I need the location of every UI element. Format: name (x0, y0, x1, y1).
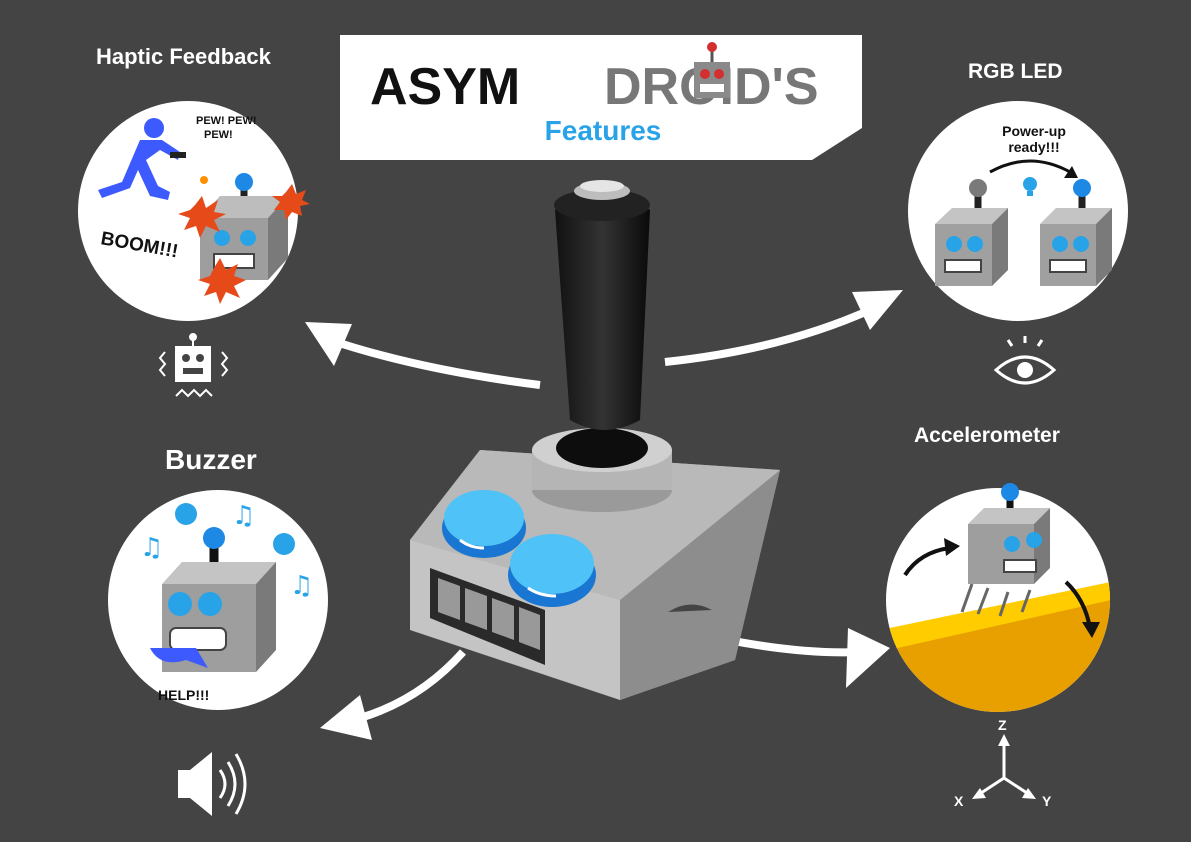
axis-x-label: X (954, 793, 964, 809)
buzzer-panel: ♫ ♫ ♫ HELP!!! (108, 490, 328, 710)
haptic-title: Haptic Feedback (96, 44, 271, 69)
buzzer-title: Buzzer (165, 444, 257, 475)
rgb-panel: Power-up ready!!! (908, 101, 1128, 321)
joystick-illustration (410, 180, 780, 700)
running-figure (98, 118, 180, 200)
arrow-to-haptic (305, 322, 541, 389)
help-text: HELP!!! (158, 687, 209, 703)
accelerometer-panel (886, 483, 1110, 712)
header-subtitle: Features (545, 115, 662, 146)
haptic-robot (200, 173, 288, 280)
svg-text:♫: ♫ (140, 533, 163, 563)
arrow-to-buzzer (320, 649, 466, 740)
rgb-caption-1: Power-up (1002, 123, 1066, 139)
rgb-title: RGB LED (968, 60, 1063, 83)
accel-robot (968, 483, 1050, 584)
speaker-icon (178, 752, 247, 816)
svg-text:♫: ♫ (290, 571, 313, 601)
pew-text: PEW! PEW! (196, 115, 257, 127)
pew-text-2: PEW! (204, 129, 233, 141)
rgb-robot-on (1040, 179, 1112, 286)
rgb-caption-2: ready!!! (1008, 139, 1059, 155)
button-left (442, 490, 526, 558)
eye-icon (993, 336, 1057, 385)
accelerometer-title: Accelerometer (914, 424, 1060, 447)
xyz-axes-icon: Z X Y (954, 717, 1052, 809)
brand-asym: ASYM (370, 58, 520, 116)
vent-grille (430, 568, 545, 665)
axis-z-label: Z (998, 717, 1007, 733)
svg-text:♫: ♫ (232, 501, 255, 531)
header-banner: ASYM DROID'S Features (340, 35, 862, 160)
rgb-robot-off (935, 179, 1008, 286)
smiley-icon (175, 503, 295, 555)
arrow-to-rgb (664, 290, 903, 366)
music-note-icon: ♫ ♫ ♫ (140, 501, 313, 601)
lightbulb-icon (1023, 177, 1037, 196)
vibrating-robot-icon (158, 333, 229, 398)
logo-robot-icon (694, 42, 730, 98)
axis-y-label: Y (1042, 793, 1052, 809)
haptic-panel: PEW! PEW! PEW! BOOM!!! (78, 101, 310, 321)
button-right (508, 534, 596, 607)
